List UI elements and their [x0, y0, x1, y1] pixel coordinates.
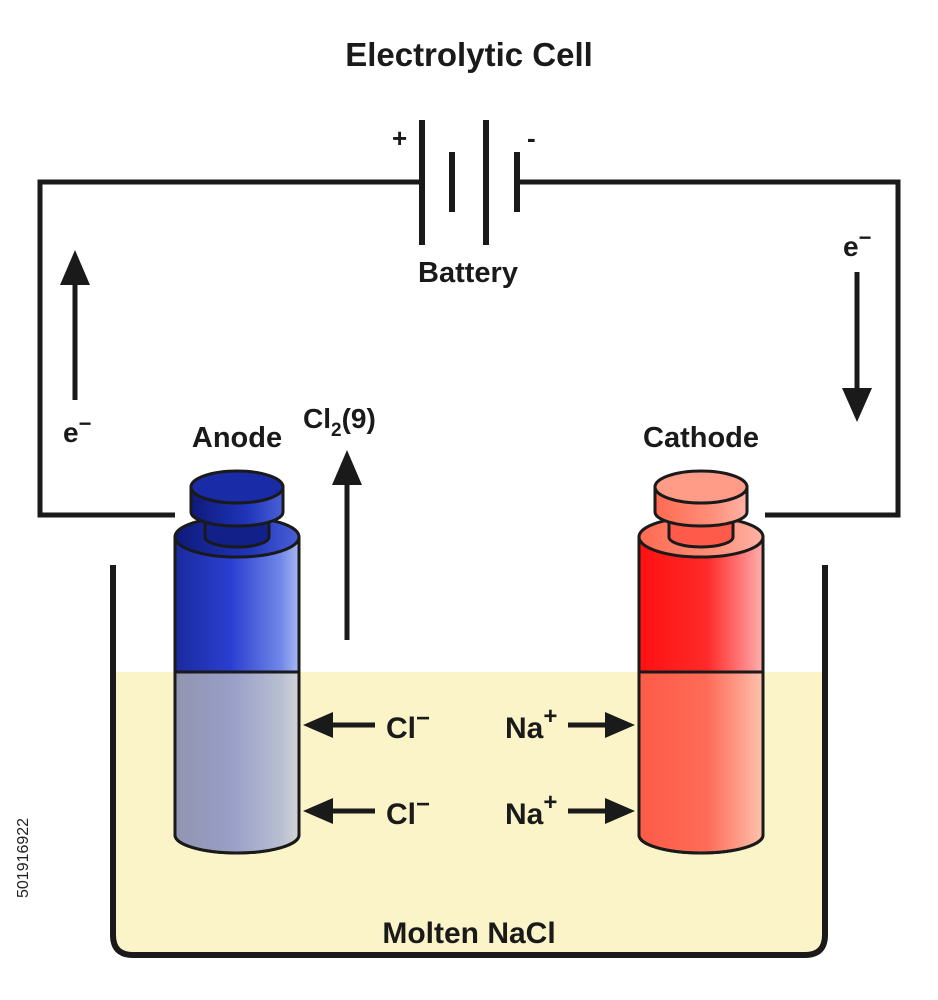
anode-immersed-section	[173, 670, 301, 855]
electrolyte-label: Molten NaCl	[382, 917, 555, 950]
page-title: Electrolytic Cell	[345, 36, 593, 73]
cathode-label: Cathode	[643, 422, 759, 454]
electron-flow-arrow-down	[842, 272, 872, 422]
circuit-wire	[37, 179, 901, 518]
battery-positive-sign: +	[392, 123, 407, 153]
electron-label-right: e−	[843, 225, 871, 262]
battery-label: Battery	[418, 257, 518, 289]
chloride-arrow-1	[303, 712, 375, 738]
chlorine-gas-label: Cl2(9)	[303, 403, 376, 441]
sodium-arrow-1	[568, 712, 635, 738]
battery-negative-sign: -	[527, 123, 536, 153]
chloride-ion-label-1: Cl−	[386, 705, 430, 745]
cathode-immersed-section	[637, 670, 765, 855]
watermark-id: 501916922	[15, 818, 32, 898]
sodium-ion-label-1: Na+	[505, 703, 557, 745]
sodium-ion-label-2: Na+	[505, 789, 557, 831]
chloride-ion-label-2: Cl−	[386, 791, 430, 831]
anode-label: Anode	[192, 422, 282, 454]
electron-label-left: e−	[63, 411, 91, 448]
electron-flow-arrow-up	[60, 250, 90, 400]
beaker	[110, 565, 828, 958]
gas-release-arrow	[332, 450, 362, 640]
sodium-arrow-2	[568, 798, 635, 824]
battery-icon	[419, 120, 520, 245]
chloride-arrow-2	[303, 798, 375, 824]
